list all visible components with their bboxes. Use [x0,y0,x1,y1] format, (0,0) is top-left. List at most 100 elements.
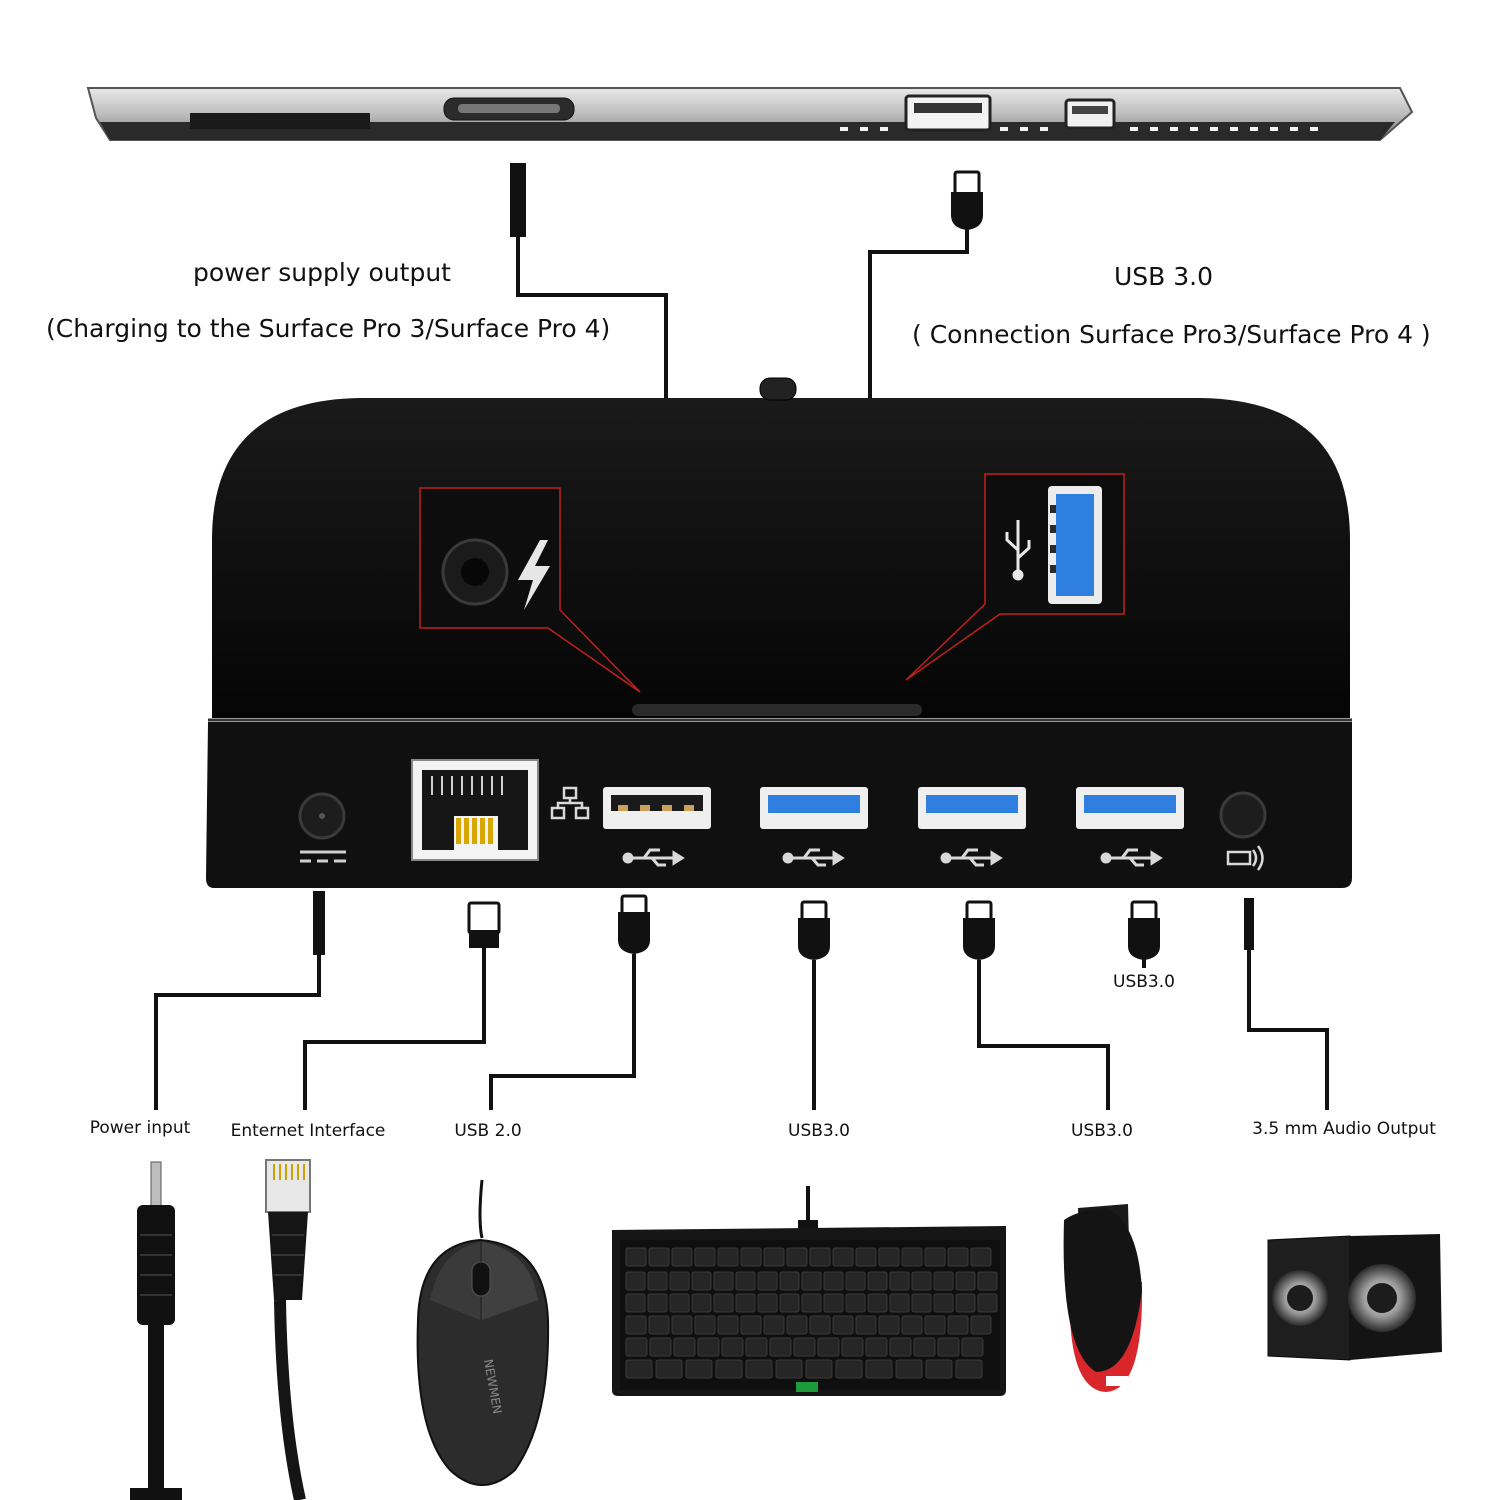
keyboard-key [924,1247,946,1267]
keyboard-key [625,1247,647,1267]
keyboard-key [647,1271,668,1291]
keyboard-key [977,1271,998,1291]
keyboard-key [694,1247,716,1267]
keyboard-key [775,1359,803,1379]
power-supply-output-title: power supply output [193,258,451,287]
keyboard-key [669,1271,690,1291]
dc-power-plug [130,1161,182,1500]
keyboard-key [809,1247,831,1267]
keyboard-key [947,1247,969,1267]
dc-jack-callout [419,487,641,693]
keyboard-key [855,1247,877,1267]
headphone-out-icon [1226,845,1264,871]
keyboard-key [865,1337,888,1357]
label-usb20: USB 2.0 [454,1121,522,1141]
usb30-title: USB 3.0 [1114,262,1214,291]
keyboard-key [925,1359,953,1379]
keyboard-key [889,1337,912,1357]
keyboard-key [625,1271,646,1291]
label-audio-output: 3.5 mm Audio Output [1252,1119,1436,1139]
usb2-port [603,787,711,829]
mouse: NEWMEN [416,1179,550,1486]
usb-callout [905,473,1125,681]
keyboard-key [961,1337,984,1357]
keyboard-key [786,1247,808,1267]
keyboard-key [970,1247,992,1267]
keyboard-key [913,1337,936,1357]
keyboard-key [841,1337,864,1357]
keyboard-key [671,1315,693,1335]
keyboard-key [955,1359,983,1379]
keyboard-key [691,1293,712,1313]
keyboard-key [867,1293,888,1313]
keyboard-key [779,1271,800,1291]
keyboard-key [625,1337,648,1357]
label-usb30-keyboard: USB3.0 [788,1121,850,1141]
keyboard-key [955,1293,976,1313]
keyboard-key [763,1315,785,1335]
keyboard-key [648,1315,670,1335]
keyboard-key [757,1293,778,1313]
surface-tablet [86,87,1414,141]
keyboard-key [911,1293,932,1313]
keyboard-key [717,1247,739,1267]
keyboard-key [865,1359,893,1379]
keyboard-key [970,1315,992,1335]
label-usb30-drive: USB3.0 [1071,1121,1133,1141]
bottom-cables [154,891,1329,1110]
dock-station [206,377,1352,888]
usb-symbol-icon [1005,520,1031,581]
keyboard-key [648,1247,670,1267]
label-usb30-extra: USB3.0 [1113,972,1175,992]
label-power-input: Power input [89,1118,191,1138]
audio-port [1219,791,1267,871]
keyboard-key [845,1293,866,1313]
keyboard-key [713,1293,734,1313]
keyboard-key [955,1271,976,1291]
keyboard-key [832,1315,854,1335]
keyboard-key [735,1293,756,1313]
keyboard-key [801,1293,822,1313]
keyboard-key [832,1247,854,1267]
keyboard-key [625,1315,647,1335]
keyboard-key [713,1271,734,1291]
keyboard-key [823,1271,844,1291]
label-ethernet-interface: Enternet Interface [230,1121,386,1141]
network-icon [550,786,590,820]
keyboard-key [691,1271,712,1291]
keyboard-key [933,1271,954,1291]
keyboard-key [763,1247,785,1267]
lightning-icon [518,540,550,610]
keyboard-key [740,1247,762,1267]
keyboard [612,1186,1006,1396]
keyboard-key [889,1293,910,1313]
keyboard-key [671,1247,693,1267]
keyboard-key [817,1337,840,1357]
keyboard-key [805,1359,833,1379]
keyboard-key [937,1337,960,1357]
keyboard-key [889,1271,910,1291]
usb3-port-3 [1076,787,1184,829]
usb-flash-drive [1063,1204,1143,1392]
keyboard-key [911,1271,932,1291]
keyboard-key [867,1271,888,1291]
keyboard-key [625,1359,653,1379]
keyboard-key [647,1293,668,1313]
keyboard-key [823,1293,844,1313]
keyboard-key [779,1293,800,1313]
keyboard-key [655,1359,683,1379]
keyboard-key [715,1359,743,1379]
usb-symbol-icons [622,848,1163,867]
keyboard-key [901,1247,923,1267]
keyboard-key [947,1315,969,1335]
keyboard-key [878,1247,900,1267]
keyboard-key [786,1315,808,1335]
dc-symbol-icon [300,850,346,863]
keyboard-key [649,1337,672,1357]
keyboard-key [685,1359,713,1379]
keyboard-key [669,1293,690,1313]
keyboard-key [625,1293,646,1313]
tablet-usb-port [904,94,992,132]
keyboard-key [694,1315,716,1335]
